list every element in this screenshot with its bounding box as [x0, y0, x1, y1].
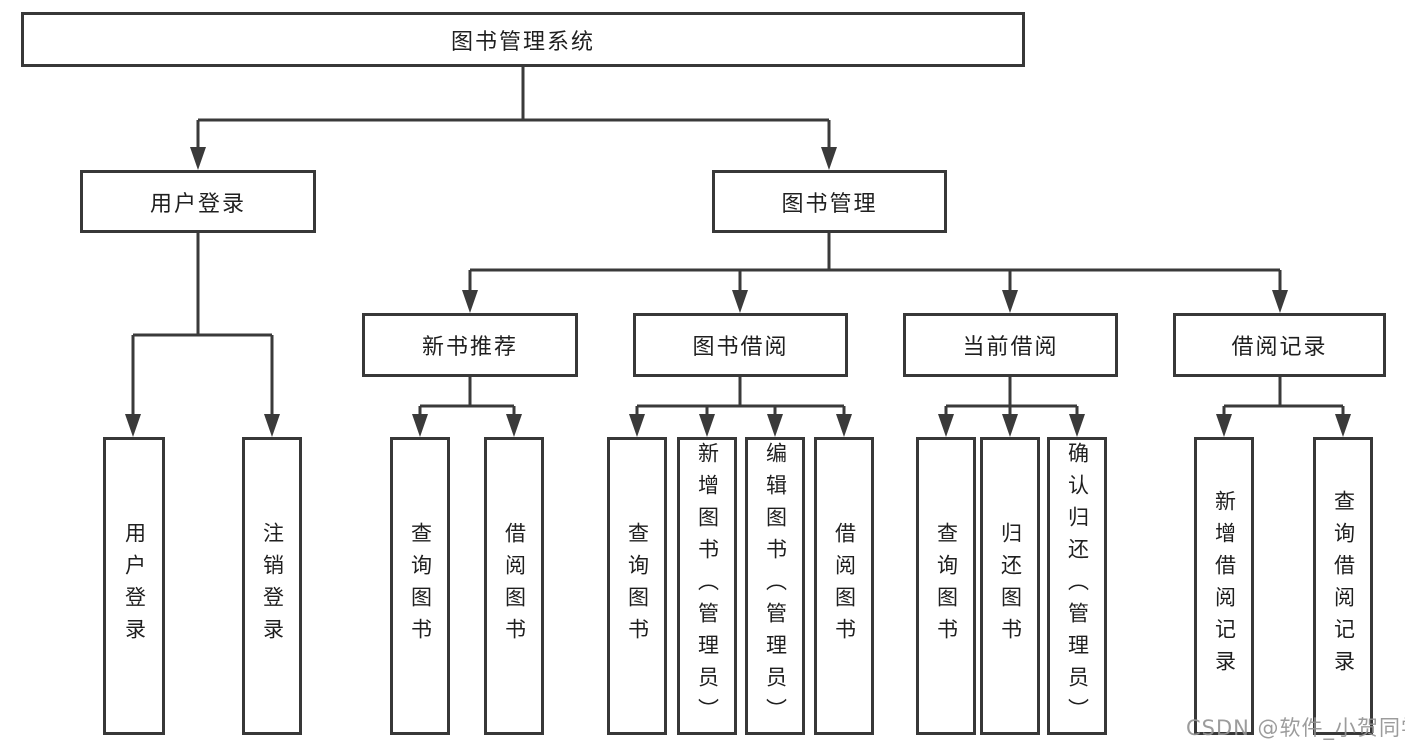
node-new-book-recommendation: 新书推荐	[362, 313, 578, 377]
node-label: 新增图书（管理员）	[695, 442, 720, 730]
node-add-borrow-record: 新增借阅记录	[1194, 437, 1254, 735]
node-label: 查询图书	[625, 522, 650, 650]
connector-stems	[131, 67, 1345, 419]
node-label: 图书借阅	[692, 335, 789, 360]
node-label: 图书管理	[781, 191, 878, 217]
node-edit-book-admin: 编辑图书（管理员）	[745, 437, 805, 735]
node-add-book-admin: 新增图书（管理员）	[677, 437, 737, 735]
node-borrow-books-recommend: 借阅图书	[484, 437, 544, 735]
node-label: 归还图书	[998, 522, 1023, 650]
node-current-borrowing: 当前借阅	[903, 313, 1118, 377]
node-label: 查询图书	[408, 522, 433, 650]
node-query-books-borrowing: 查询图书	[607, 437, 667, 735]
node-logout: 注销登录	[242, 437, 302, 735]
node-book-management: 图书管理	[712, 170, 947, 233]
node-label: 新书推荐	[421, 335, 518, 360]
node-query-borrow-record: 查询借阅记录	[1313, 437, 1373, 735]
node-label: 查询图书	[934, 522, 959, 650]
node-book-borrowing: 图书借阅	[633, 313, 848, 377]
node-label: 确认归还（管理员）	[1065, 442, 1090, 730]
node-label: 用户登录	[122, 522, 147, 650]
node-return-books: 归还图书	[980, 437, 1040, 735]
node-label: 当前借阅	[962, 335, 1059, 360]
node-borrow-books: 借阅图书	[814, 437, 874, 735]
node-user-login: 用户登录	[80, 170, 316, 233]
node-label: 借阅图书	[502, 522, 527, 650]
node-borrowing-records: 借阅记录	[1173, 313, 1386, 377]
csdn-watermark: CSDN @软件_小贺同学	[1186, 716, 1405, 740]
node-label: 注销登录	[260, 522, 285, 650]
node-user-login-action: 用户登录	[103, 437, 165, 735]
node-query-books-current: 查询图书	[916, 437, 976, 735]
node-label: 用户登录	[149, 191, 246, 217]
node-library-management-system: 图书管理系统	[21, 12, 1025, 67]
node-label: 编辑图书（管理员）	[763, 442, 788, 730]
node-query-books-recommend: 查询图书	[390, 437, 450, 735]
node-label: 新增借阅记录	[1212, 490, 1237, 682]
node-label: 查询借阅记录	[1331, 490, 1356, 682]
node-label: 借阅图书	[832, 522, 857, 650]
node-label: 图书管理系统	[450, 29, 595, 55]
arrowheads	[125, 147, 1351, 437]
node-label: 借阅记录	[1231, 335, 1328, 360]
node-confirm-return-admin: 确认归还（管理员）	[1047, 437, 1107, 735]
